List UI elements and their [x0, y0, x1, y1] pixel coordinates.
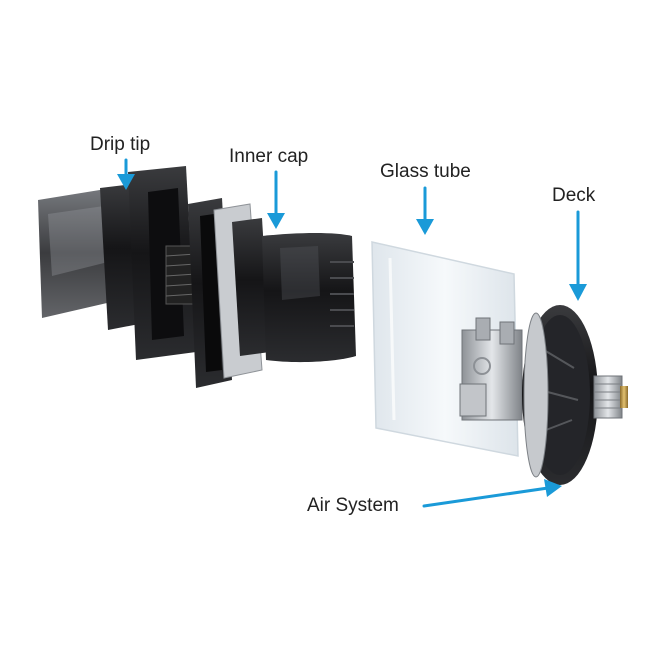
- air-system-arrow-icon: [422, 479, 562, 508]
- air-system-label: Air System: [307, 495, 399, 516]
- deck-arrow-icon: [569, 210, 587, 301]
- inner-cap-part: [213, 203, 356, 379]
- drip-tip-label: Drip tip: [90, 134, 151, 155]
- glass-tube-label: Glass tube: [380, 161, 471, 182]
- deck-label: Deck: [552, 185, 596, 206]
- inner-cap-arrow-icon: [267, 170, 285, 229]
- drip-tip-part: [38, 166, 197, 360]
- drip-tip-arrow-icon: [117, 158, 135, 190]
- glass-tube-arrow-icon: [416, 186, 434, 235]
- inner-cap-label: Inner cap: [229, 146, 309, 167]
- deck-part: [459, 305, 628, 485]
